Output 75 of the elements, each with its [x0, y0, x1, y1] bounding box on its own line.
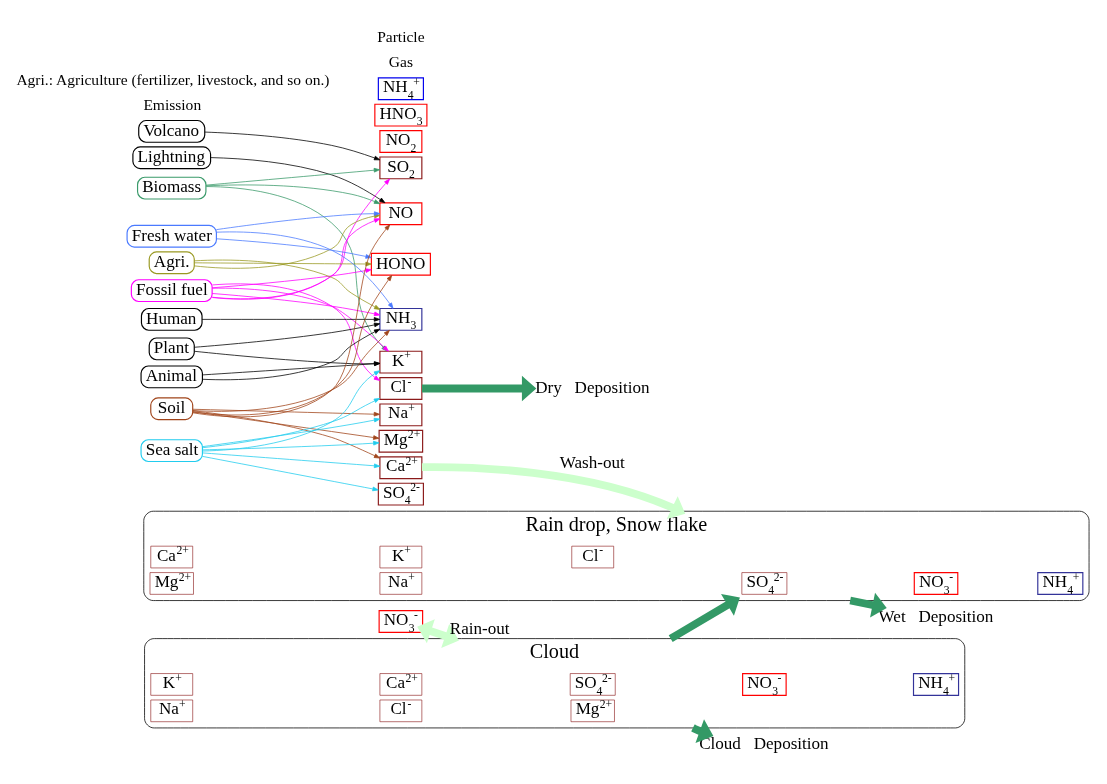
node-box: Cl$^{-}$ [379, 699, 423, 723]
node-box: Na$^{+}$ [379, 403, 423, 427]
arrow [194, 322, 381, 348]
arrow [212, 283, 381, 381]
arrow [202, 370, 381, 452]
arrow [212, 178, 390, 300]
arrow [193, 259, 381, 310]
arrow [202, 440, 380, 451]
node-box: Plant [148, 337, 195, 361]
node-box: Human [140, 307, 203, 331]
node-box: Ca$^{2+}$ [379, 673, 423, 696]
node-text: Cloud Deposition [699, 734, 829, 754]
arrow [205, 167, 380, 186]
arrow [192, 274, 393, 416]
node-box: Mg$^{2+}$ [149, 572, 194, 595]
node-box: Na$^{+}$ [150, 699, 193, 723]
node-text: Wet Deposition [878, 606, 994, 626]
label: Emission [143, 95, 202, 113]
arrow [202, 417, 381, 448]
arrow [216, 211, 381, 230]
arrow [668, 594, 740, 642]
node-box: SO$_{2}$ [379, 156, 423, 180]
arrow [211, 218, 381, 300]
arrow [202, 328, 381, 381]
arrow [849, 592, 887, 618]
node-box: Na$^{+}$ [379, 572, 423, 595]
node-box: K$^{+}$ [150, 673, 193, 696]
arrow [205, 184, 381, 205]
node-box: Animal [140, 365, 203, 389]
arrow [417, 619, 459, 648]
node-box: HNO$_{3}$ [374, 103, 428, 127]
node-box: Soil [150, 397, 194, 421]
arrow [211, 293, 381, 317]
arrow [204, 131, 381, 161]
arrow [192, 410, 381, 459]
arrow [201, 317, 381, 322]
node-box: Ca$^{2+}$ [379, 456, 423, 480]
arrow [202, 456, 379, 492]
arrow [193, 261, 372, 267]
node-box: HONO [370, 252, 431, 276]
node-box: Mg$^{2+}$ [378, 429, 424, 453]
arrow [202, 361, 381, 376]
node-box: Cl$^{-}$ [379, 377, 423, 400]
arrow [192, 408, 380, 417]
edge-label: Wash-out [559, 453, 625, 473]
arrow [202, 452, 381, 469]
label: Particle [377, 28, 425, 46]
node-box: Volcano [138, 119, 206, 143]
arrow [194, 213, 381, 269]
node-box: Lightning [132, 146, 212, 170]
node-box: Fossil fuel [130, 279, 213, 303]
node-box: K$^{+}$ [379, 545, 423, 569]
node-box: NH$_{3}$ [379, 307, 423, 331]
edge-label: Rain-out [449, 618, 510, 638]
arrow [210, 157, 386, 204]
node-box: Agri. [148, 251, 195, 275]
node-box: K$^{+}$ [379, 350, 423, 374]
node-box: Fresh water [126, 224, 217, 248]
arrow [216, 231, 394, 309]
node-box: Ca$^{2+}$ [150, 545, 193, 569]
label: Gas [388, 52, 413, 70]
arrow [202, 398, 381, 449]
node-box: Sea salt [140, 439, 203, 463]
node-box: NO [379, 202, 423, 226]
arrow [194, 350, 381, 366]
node-box: Biomass [137, 176, 207, 200]
node-box: Mg$^{2+}$ [570, 699, 615, 723]
node-box: Cl$^{-}$ [571, 545, 614, 569]
arrow [211, 268, 372, 289]
arrow [421, 463, 686, 519]
node-box: NO$_{2}$ [379, 130, 423, 153]
arrow [192, 411, 380, 440]
node-text: Dry Deposition [535, 377, 650, 397]
arrow [216, 238, 372, 259]
label: Agri.: Agriculture (fertilizer, livestock, and so on.) [16, 70, 330, 88]
